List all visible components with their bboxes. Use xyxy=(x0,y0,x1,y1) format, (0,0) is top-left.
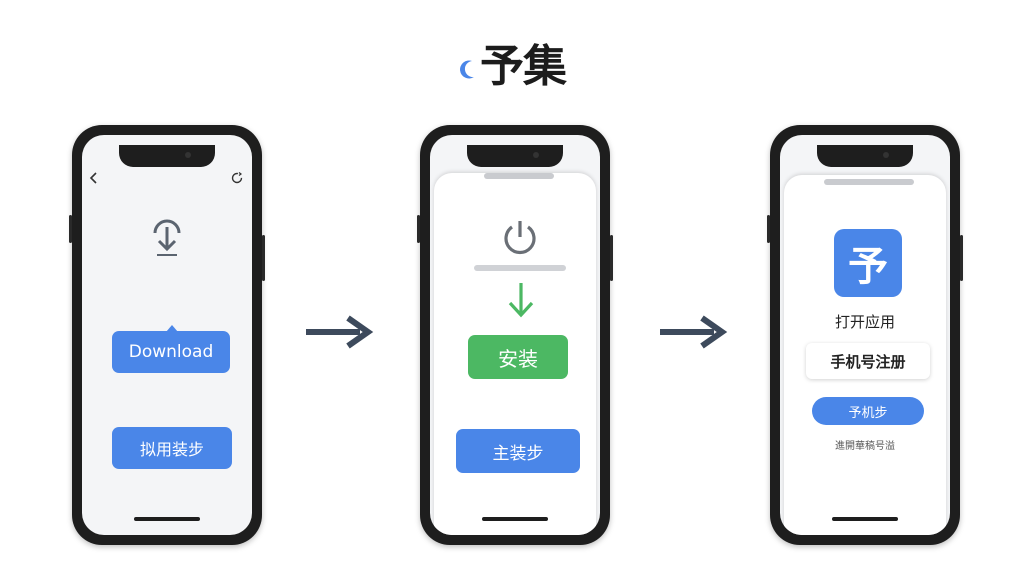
install-card: 安装 主装步 xyxy=(434,173,596,535)
secondary-step-label: 主装步 xyxy=(492,443,544,464)
secondary-step-label: 拟用装步 xyxy=(139,440,204,459)
diagram-title: 予集 xyxy=(0,30,1024,94)
phone-screen: Download 拟用装步 xyxy=(82,135,252,535)
phone-step-download: Download 拟用装步 xyxy=(69,125,265,545)
secondary-step-button[interactable]: 主装步 xyxy=(456,429,580,473)
secondary-step-button[interactable]: 拟用装步 xyxy=(112,427,232,469)
app-icon[interactable]: 予 xyxy=(834,229,902,297)
phone-step-open: 予 打开应用 手机号注册 予机步 進開華稿号溢 xyxy=(767,125,963,545)
refresh-icon[interactable] xyxy=(230,171,244,185)
phone-register-box[interactable]: 手机号注册 xyxy=(806,343,930,379)
download-button-label: Download xyxy=(128,342,214,362)
phone-step-install: 安装 主装步 xyxy=(417,125,613,545)
install-button[interactable]: 安装 xyxy=(468,335,568,379)
phone-register-label: 手机号注册 xyxy=(830,352,906,371)
title-text: 予集 xyxy=(480,41,567,92)
app-icon-char: 予 xyxy=(848,244,888,290)
download-icon xyxy=(153,219,181,256)
footer-text: 進開華稿号溢 xyxy=(835,441,895,452)
arrow-right-icon xyxy=(306,315,374,349)
arrow-right-icon xyxy=(660,315,728,349)
arrow-down-icon xyxy=(508,283,534,318)
power-icon xyxy=(504,221,536,255)
install-button-label: 安装 xyxy=(498,346,538,371)
phone-screen: 安装 主装步 xyxy=(430,135,600,535)
crescent-logo-icon xyxy=(460,60,474,79)
download-button[interactable]: Download xyxy=(112,331,230,373)
open-app-card: 予 打开应用 手机号注册 予机步 進開華稿号溢 xyxy=(784,175,946,535)
phone-screen: 予 打开应用 手机号注册 予机步 進開華稿号溢 xyxy=(780,135,950,535)
open-app-label: 打开应用 xyxy=(834,313,895,331)
chevron-left-icon[interactable] xyxy=(88,171,100,185)
action-button[interactable]: 予机步 xyxy=(812,397,924,425)
action-button-label: 予机步 xyxy=(848,405,888,421)
